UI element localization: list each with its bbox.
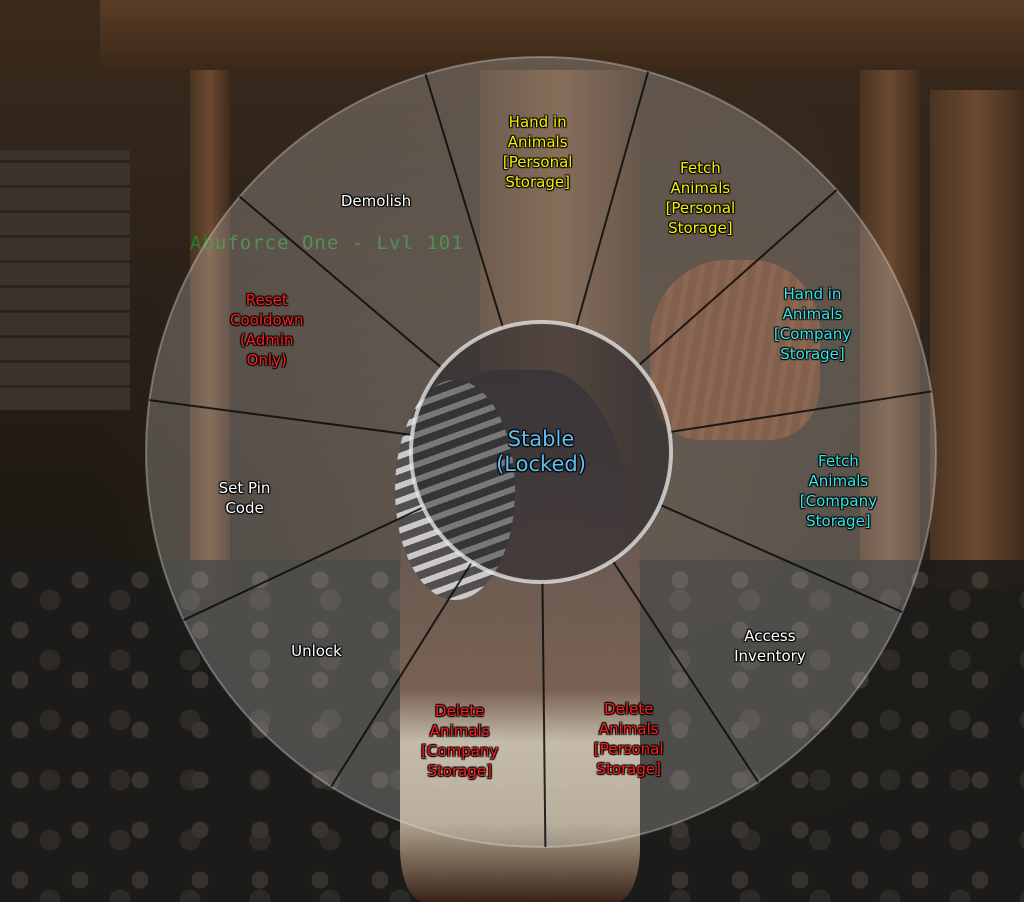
wooden-pillar [930, 90, 1024, 590]
segment-divider [183, 506, 424, 621]
menu-option-fetch-personal[interactable]: Fetch Animals [Personal Storage] [665, 158, 736, 237]
radial-menu-hub [409, 320, 673, 584]
menu-option-delete-company[interactable]: Delete Animals [Company Storage] [421, 701, 499, 780]
wooden-pillar [190, 40, 230, 600]
radial-menu-title: Stable (Locked) [496, 427, 586, 477]
segment-divider [541, 581, 547, 847]
radial-menu-ring [145, 56, 937, 848]
title-line-1: Stable [507, 427, 575, 451]
menu-option-demolish[interactable]: Demolish [340, 192, 412, 211]
menu-option-hand-in-company[interactable]: Hand in Animals [Company Storage] [773, 285, 852, 364]
segment-divider [611, 560, 760, 783]
pet-nameplate: Abuforce One - Lvl 101 [190, 232, 464, 254]
menu-option-unlock[interactable]: Unlock [291, 641, 342, 660]
segment-divider [637, 189, 838, 367]
roof-beam [100, 0, 1024, 70]
menu-option-reset-cooldown[interactable]: Reset Cooldown (Admin Only) [229, 291, 304, 370]
segment-divider [238, 195, 443, 369]
menu-option-set-pin-code[interactable]: Set Pin Code [218, 478, 271, 517]
title-line-2: (Locked) [496, 452, 586, 476]
segment-divider [149, 399, 413, 436]
stone-wall [0, 150, 130, 410]
segment-divider [669, 390, 932, 434]
segment-divider [424, 73, 504, 328]
menu-option-access-inventory[interactable]: Access Inventory [734, 626, 806, 665]
horse [650, 260, 820, 440]
menu-option-delete-personal[interactable]: Delete Animals [Personal Storage] [593, 699, 664, 778]
segment-divider [330, 561, 473, 788]
menu-option-fetch-company[interactable]: Fetch Animals [Company Storage] [799, 452, 877, 531]
wooden-pillar [860, 60, 920, 600]
segment-divider [575, 71, 650, 328]
menu-option-hand-in-personal[interactable]: Hand in Animals [Personal Storage] [502, 113, 573, 192]
segment-divider [659, 503, 903, 614]
